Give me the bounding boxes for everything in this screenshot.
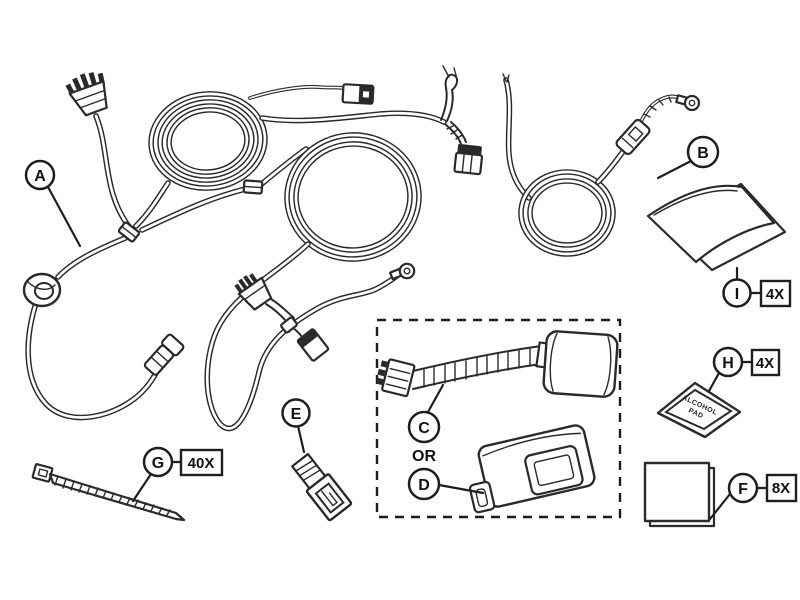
cable-coil-right <box>284 132 422 262</box>
part-h-alcohol-pad: ALCOHOL PAD <box>656 381 742 439</box>
callout-d: D <box>407 467 485 501</box>
callout-i-label: I <box>735 286 739 303</box>
callout-c-label: C <box>418 420 430 437</box>
part-e-connector-housing <box>291 452 353 522</box>
callout-a: A <box>24 159 82 248</box>
qty-h: 4X <box>756 355 774 372</box>
multi-pin-connector-icon <box>376 358 416 398</box>
twisted-branch <box>440 65 467 145</box>
black-connector-icon <box>453 144 484 176</box>
callout-b-label: B <box>697 145 709 162</box>
cable-loop <box>518 169 616 257</box>
part-g-cable-tie <box>31 463 186 522</box>
callout-h-label: H <box>722 355 734 372</box>
qty-badge-i: 4X <box>759 279 792 308</box>
part-a-main-harness <box>22 65 484 432</box>
bullet-connector-icon <box>143 333 185 376</box>
qty-badge-f: 8X <box>765 473 798 503</box>
ring-eyelet-icon <box>388 262 416 281</box>
or-label: OR <box>412 448 436 465</box>
wire-knot-icon <box>22 272 62 308</box>
callout-c: C <box>407 383 445 444</box>
jumper-branch <box>234 273 330 362</box>
callout-g-label: G <box>152 455 164 472</box>
callout-f: F 8X <box>708 472 798 521</box>
callout-i: I 4X <box>722 266 792 308</box>
callout-f-label: F <box>738 481 748 498</box>
part-d-control-module <box>468 424 596 514</box>
tape-wrap-icon <box>242 179 264 195</box>
tape-wrap-icon <box>117 221 141 243</box>
cable-coil-left <box>148 91 268 191</box>
part-i-adhesive-sheet <box>646 182 787 272</box>
callout-d-label: D <box>418 477 430 494</box>
callout-e-label: E <box>291 406 302 423</box>
ring-terminal-icon <box>675 94 701 112</box>
part-f-foam-pad <box>643 461 716 528</box>
callout-a-label: A <box>34 168 46 185</box>
callout-h: H 4X <box>707 346 781 393</box>
callout-g: G 40X <box>131 446 224 503</box>
callout-e: E <box>281 398 311 454</box>
part-b-ground-wire <box>502 73 701 257</box>
qty-i: 4X <box>766 286 784 303</box>
qty-f: 8X <box>772 480 790 497</box>
inline-connector-icon <box>341 83 375 105</box>
qty-badge-g: 40X <box>179 448 224 477</box>
part-c-adapter-harness <box>376 330 619 398</box>
qty-badge-h: 4X <box>750 348 781 377</box>
qty-g: 40X <box>188 455 215 472</box>
callout-b: B <box>656 135 720 180</box>
fuse-connector-icon <box>615 118 651 156</box>
multi-pin-connector-icon <box>65 71 108 117</box>
module-canister-icon <box>542 330 619 398</box>
option-box: OR <box>375 318 622 519</box>
